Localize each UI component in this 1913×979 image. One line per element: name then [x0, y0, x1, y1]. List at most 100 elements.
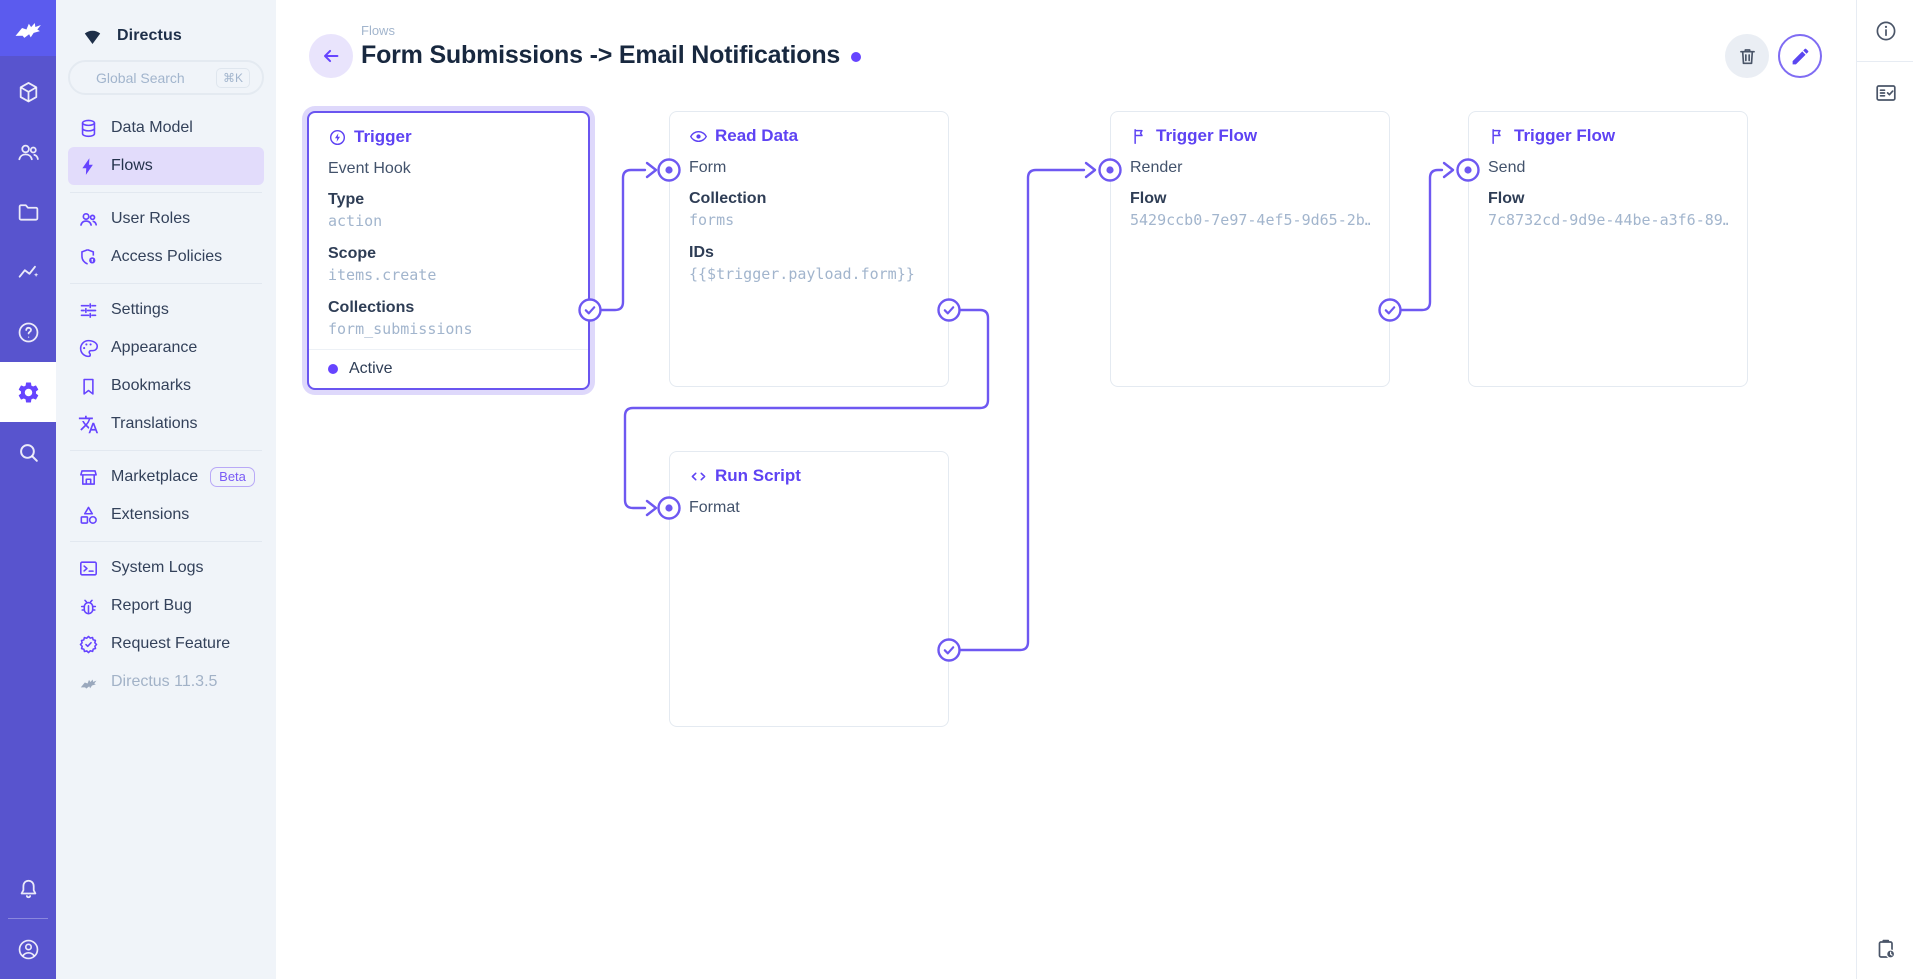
notifications-button[interactable]	[0, 859, 56, 919]
nav-sidebar: Directus ⌘K Data Model Flows User Roles …	[56, 0, 276, 979]
sidebar-item-label: Flows	[111, 157, 153, 175]
panel-type-label: Trigger Flow	[1156, 126, 1257, 146]
sidebar-item-extensions[interactable]: Extensions	[68, 496, 264, 534]
module-search[interactable]	[0, 422, 56, 482]
field-label: Collections	[328, 297, 569, 318]
module-users[interactable]	[0, 122, 56, 182]
fact-check-icon	[1874, 81, 1898, 105]
translate-icon	[78, 414, 99, 435]
user-circle-icon	[16, 937, 41, 962]
terminal-icon	[78, 558, 99, 579]
bolt-icon	[78, 156, 99, 177]
field-label: Type	[328, 189, 569, 210]
sidebar-item-data-model[interactable]: Data Model	[68, 109, 264, 147]
sidebar-item-bookmarks[interactable]: Bookmarks	[68, 367, 264, 405]
panel-type-label: Trigger	[354, 127, 412, 147]
shapes-icon	[78, 505, 99, 526]
status-label: Active	[349, 360, 393, 378]
beta-badge: Beta	[210, 467, 255, 487]
bolt-circle-icon	[328, 128, 347, 147]
field-value: action	[328, 211, 569, 232]
panel-trigger-flow-render[interactable]: Trigger Flow Render Flow 5429ccb0-7e97-4…	[1110, 111, 1390, 387]
panel-trigger-flow-send[interactable]: Trigger Flow Send Flow 7c8732cd-9d9e-44b…	[1468, 111, 1748, 387]
storefront-icon	[78, 467, 99, 488]
module-insights[interactable]	[0, 242, 56, 302]
panel-run-script[interactable]: Run Script Format	[669, 451, 949, 727]
panel-title: Trigger Flow	[1130, 126, 1370, 146]
module-files[interactable]	[0, 182, 56, 242]
sidebar-item-label: Access Policies	[111, 248, 222, 266]
gear-icon	[16, 380, 41, 405]
flag-icon	[1130, 127, 1149, 146]
logs-sidebar-button[interactable]	[1857, 62, 1913, 123]
nav-divider	[70, 541, 262, 542]
rabbit-logo-icon	[11, 11, 45, 45]
info-sidebar-button[interactable]	[1857, 0, 1913, 61]
flag-icon	[1488, 127, 1507, 146]
sidebar-item-label: Appearance	[111, 339, 197, 357]
insights-icon	[16, 260, 41, 285]
sidebar-item-translations[interactable]: Translations	[68, 405, 264, 443]
module-settings[interactable]	[0, 362, 56, 422]
sidebar-item-settings[interactable]: Settings	[68, 291, 264, 329]
arrowhead-icon	[1444, 163, 1453, 177]
bell-icon	[16, 877, 41, 902]
global-search[interactable]: ⌘K	[68, 60, 264, 95]
user-menu-button[interactable]	[0, 919, 56, 979]
nav-divider	[70, 283, 262, 284]
trigger-status-row: Active	[309, 349, 588, 388]
sidebar-item-appearance[interactable]: Appearance	[68, 329, 264, 367]
field-label: IDs	[689, 242, 929, 263]
rabbit-gray-icon	[78, 672, 99, 693]
sidebar-item-request-feature[interactable]: Request Feature	[68, 625, 264, 663]
folder-icon	[16, 200, 41, 225]
bookmark-icon	[78, 376, 99, 397]
project-name: Directus	[117, 27, 182, 45]
panel-title: Trigger	[328, 127, 569, 147]
revisions-sidebar-button[interactable]	[1857, 918, 1913, 979]
database-icon	[78, 118, 99, 139]
flow-canvas-area: Flows Form Submissions -> Email Notifica…	[276, 0, 1856, 979]
sidebar-item-label: Report Bug	[111, 597, 192, 615]
operation-name: Format	[689, 499, 929, 517]
right-sidebar	[1856, 0, 1913, 979]
help-icon	[16, 320, 41, 345]
panel-trigger[interactable]: Trigger Event Hook Type action Scope ite…	[307, 111, 590, 390]
field-value: forms	[689, 210, 929, 231]
module-help[interactable]	[0, 302, 56, 362]
panel-type-label: Run Script	[715, 466, 801, 486]
global-search-input[interactable]	[96, 70, 211, 86]
module-content[interactable]	[0, 62, 56, 122]
panel-title: Read Data	[689, 126, 929, 146]
sidebar-item-flows[interactable]: Flows	[68, 147, 264, 185]
bug-icon	[78, 596, 99, 617]
box-3d-icon	[16, 80, 41, 105]
info-icon	[1874, 19, 1898, 43]
flow-canvas[interactable]: Trigger Event Hook Type action Scope ite…	[276, 0, 1856, 979]
code-icon	[689, 467, 708, 486]
palette-icon	[78, 338, 99, 359]
sidebar-item-system-logs[interactable]: System Logs	[68, 549, 264, 587]
wire-render-to-send	[1401, 170, 1442, 310]
sidebar-item-label: Bookmarks	[111, 377, 191, 395]
panel-read-data[interactable]: Read Data Form Collection forms IDs {{$t…	[669, 111, 949, 387]
sidebar-item-marketplace[interactable]: Marketplace Beta	[68, 458, 264, 496]
sidebar-item-access-policies[interactable]: Access Policies	[68, 238, 264, 276]
field-value: {{$trigger.payload.form}}	[689, 264, 929, 285]
directus-logo[interactable]	[0, 0, 56, 56]
nav-list: Data Model Flows User Roles Access Polic…	[56, 109, 276, 701]
panel-title: Run Script	[689, 466, 929, 486]
sidebar-item-label: User Roles	[111, 210, 190, 228]
people-icon	[78, 209, 99, 230]
field-value: items.create	[328, 265, 569, 286]
project-row[interactable]: Directus	[56, 0, 276, 52]
sidebar-item-user-roles[interactable]: User Roles	[68, 200, 264, 238]
sidebar-item-report-bug[interactable]: Report Bug	[68, 587, 264, 625]
trigger-subtitle: Event Hook	[328, 160, 569, 178]
people-icon	[16, 140, 41, 165]
operation-name: Send	[1488, 159, 1728, 177]
field-label: Flow	[1488, 188, 1728, 209]
arrowhead-icon	[647, 163, 656, 177]
field-label: Collection	[689, 188, 929, 209]
